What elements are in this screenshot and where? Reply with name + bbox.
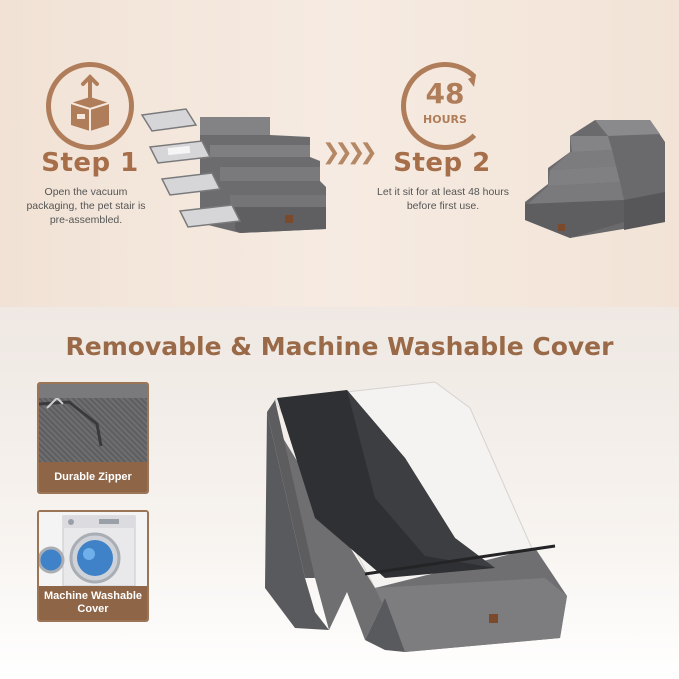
feature-label-zipper: Durable Zipper [39, 462, 147, 492]
feature-card-washable: Machine Washable Cover [37, 510, 149, 622]
feature-label-washable: Machine Washable Cover [39, 586, 147, 620]
washing-machine-image [39, 512, 147, 586]
hours-badge-unit: HOURS [423, 113, 467, 126]
package-open-icon [46, 62, 134, 150]
cover-removal-image [265, 381, 567, 652]
step-1-description: Open the vacuum packaging, the pet stair… [26, 186, 146, 226]
assembled-stair-image [525, 120, 665, 238]
48-hours-clock-icon: 48 HOURS [401, 62, 489, 150]
step-1-title: Step 1 [41, 148, 139, 178]
steps-panel [0, 0, 679, 307]
exploded-stair-image [140, 108, 326, 233]
step-2-description: Let it sit for at least 48 hours before … [377, 186, 509, 212]
step-2-title: Step 2 [393, 148, 491, 178]
feature-card-zipper: Durable Zipper [37, 382, 149, 494]
hours-badge-number: 48 [425, 77, 465, 110]
zipper-closeup-image [39, 384, 147, 462]
cover-headline: Removable & Machine Washable Cover [65, 332, 614, 361]
triple-chevron-right-icon: ❯❯❯❯ [322, 140, 378, 165]
